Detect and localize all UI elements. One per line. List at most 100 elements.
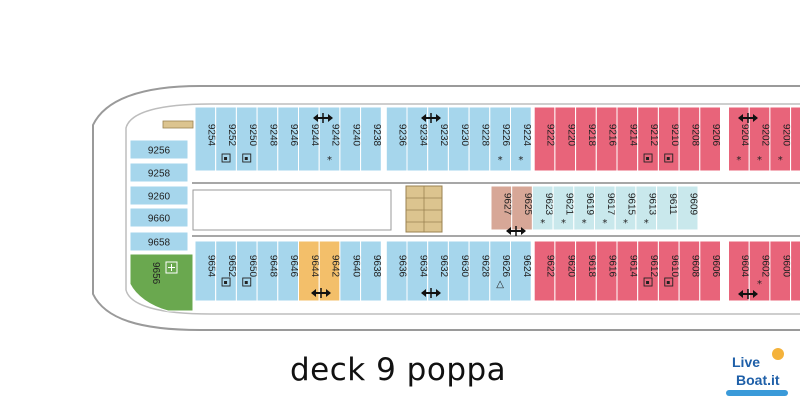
cabin-9636[interactable]: 9636	[385, 240, 408, 302]
cabin-9226[interactable]: 9226*	[489, 106, 511, 172]
connecting-icon	[664, 153, 674, 163]
double-arrow-icon	[506, 226, 526, 236]
cabin-9236[interactable]: 9236	[385, 106, 408, 172]
cabin-9204[interactable]: 9204 *	[728, 106, 750, 172]
cabin-number: 9636	[397, 255, 408, 278]
cabin-9638[interactable]: 9638	[360, 240, 382, 302]
cabin-9632[interactable]: 9632	[427, 240, 449, 302]
cabin-9628[interactable]: 9628	[468, 240, 490, 302]
cabin-9621[interactable]: 9621*	[552, 185, 574, 231]
cabin-9617[interactable]: 9617*	[594, 185, 616, 231]
cabin-number: 9622	[545, 255, 556, 278]
cabin-number: 9230	[459, 124, 470, 147]
cabin-9604[interactable]: 9604	[728, 240, 750, 302]
cabin-9228[interactable]: 9228	[468, 106, 490, 172]
cabin-9618[interactable]: 9618	[575, 240, 597, 302]
cabin-9640[interactable]: 9640	[339, 240, 361, 302]
cabin-9646[interactable]: 9646	[277, 240, 299, 302]
cabin-9619[interactable]: 9619*	[573, 185, 595, 231]
star-icon: *	[623, 218, 628, 229]
cabin-9626[interactable]: 9626△	[489, 240, 511, 302]
star-icon: *	[518, 155, 523, 166]
cabin-number: 9224	[521, 124, 532, 147]
cabin-9260[interactable]: 9260	[129, 185, 189, 206]
cabin-9218[interactable]: 9218	[575, 106, 597, 172]
cabin-9630[interactable]: 9630	[447, 240, 470, 302]
cabin-9660[interactable]: 9660	[129, 207, 189, 228]
cabin-9609[interactable]: 9609	[676, 185, 699, 231]
cabin-9208[interactable]: 9208	[678, 106, 700, 172]
cabin-number: 9258	[148, 169, 171, 180]
liveboat-logo: Live Boat.it	[722, 346, 794, 404]
cabin-9625[interactable]: 9625	[511, 185, 533, 231]
cabin-number: 9602	[760, 255, 771, 278]
cabin-9256[interactable]: 9256	[129, 139, 189, 160]
accessible-icon	[221, 153, 231, 163]
cabin-number: 9618	[586, 255, 597, 278]
cabin-9652[interactable]: 9652	[215, 240, 237, 302]
cabin-number: 9620	[565, 255, 576, 278]
cabin-9650[interactable]: 9650	[235, 240, 258, 302]
cabin-number: 9638	[371, 255, 382, 278]
cabin-9230[interactable]: 9230	[447, 106, 470, 172]
cabin-number: 9260	[148, 192, 171, 203]
cabin-9622[interactable]: 9622	[533, 240, 556, 302]
cabin-9658[interactable]: 9658	[129, 231, 189, 252]
cabin-9222[interactable]: 9222	[533, 106, 556, 172]
cabin-9611[interactable]: 9611	[656, 185, 678, 231]
cabin-9202[interactable]: 9202*	[748, 106, 771, 172]
cabin-9627[interactable]: 9627	[490, 185, 512, 231]
cabin-9234[interactable]: 9234	[406, 106, 428, 172]
deck-caption: deck 9 poppa	[290, 352, 507, 388]
cabin-9623[interactable]: 9623*	[531, 185, 554, 231]
cabin-number: 9206	[710, 124, 721, 147]
star-icon: *	[736, 155, 741, 166]
cabin-9654[interactable]: 9654	[194, 240, 216, 302]
cabin-9246[interactable]: 9246	[277, 106, 299, 172]
cabin-number: 9240	[350, 124, 361, 147]
cabin-number: 9617	[605, 193, 616, 216]
cabin-9615[interactable]: 9615*	[614, 185, 637, 231]
cabin-9258[interactable]: 9258	[129, 162, 189, 183]
cabin-9620[interactable]: 9620	[554, 240, 576, 302]
cabin-9608[interactable]: 9608	[678, 240, 700, 302]
cabin-number: 9208	[689, 124, 700, 147]
cabin-number: 9625	[522, 193, 533, 216]
stairs-strip	[162, 120, 194, 129]
cabin-9610[interactable]: 9610	[657, 240, 680, 302]
cabin-9602[interactable]: 9602*	[748, 240, 771, 302]
cabin-number: 9619	[584, 193, 595, 216]
cabin-9614[interactable]: 9614	[616, 240, 638, 302]
cabin-9254[interactable]: 9254	[194, 106, 216, 172]
cabin-9238[interactable]: 9238	[360, 106, 382, 172]
cabin-number: 9236	[397, 124, 408, 147]
cabin-9248[interactable]: 9248	[256, 106, 278, 172]
cabin-9624[interactable]: 9624	[510, 240, 532, 302]
cabin-number: 9654	[205, 255, 216, 278]
cabin-9200[interactable]: 9200*	[769, 106, 791, 172]
cabin-9250[interactable]: 9250	[235, 106, 258, 172]
cabin-9210[interactable]: 9210	[657, 106, 680, 172]
cabin-9613[interactable]: 9613*	[635, 185, 657, 231]
cabin-9612[interactable]: 9612	[637, 240, 659, 302]
cabin-number: 9204	[739, 124, 750, 147]
cabin-9216[interactable]: 9216	[595, 106, 618, 172]
cabin-number: 9226	[500, 124, 511, 147]
cabin-9198[interactable]: 9198	[790, 106, 800, 172]
cabin-9606[interactable]: 9606	[699, 240, 721, 302]
cabin-9224[interactable]: 9224 *	[510, 106, 532, 172]
cabin-9648[interactable]: 9648	[256, 240, 278, 302]
cabin-number: 9646	[288, 255, 299, 278]
star-icon: *	[644, 218, 649, 229]
arrow-layer	[311, 113, 758, 299]
cabin-9206[interactable]: 9206	[699, 106, 721, 172]
cabin-9656[interactable]: 9656	[129, 253, 194, 312]
cabin-9598[interactable]: 9598	[790, 240, 800, 302]
cabin-9240[interactable]: 9240	[339, 106, 361, 172]
cabin-9616[interactable]: 9616	[595, 240, 618, 302]
cabin-9214[interactable]: 9214	[616, 106, 638, 172]
cabin-9600[interactable]: 9600	[769, 240, 791, 302]
cabin-9252[interactable]: 9252	[215, 106, 237, 172]
cabin-9212[interactable]: 9212	[637, 106, 659, 172]
cabin-9220[interactable]: 9220	[554, 106, 576, 172]
